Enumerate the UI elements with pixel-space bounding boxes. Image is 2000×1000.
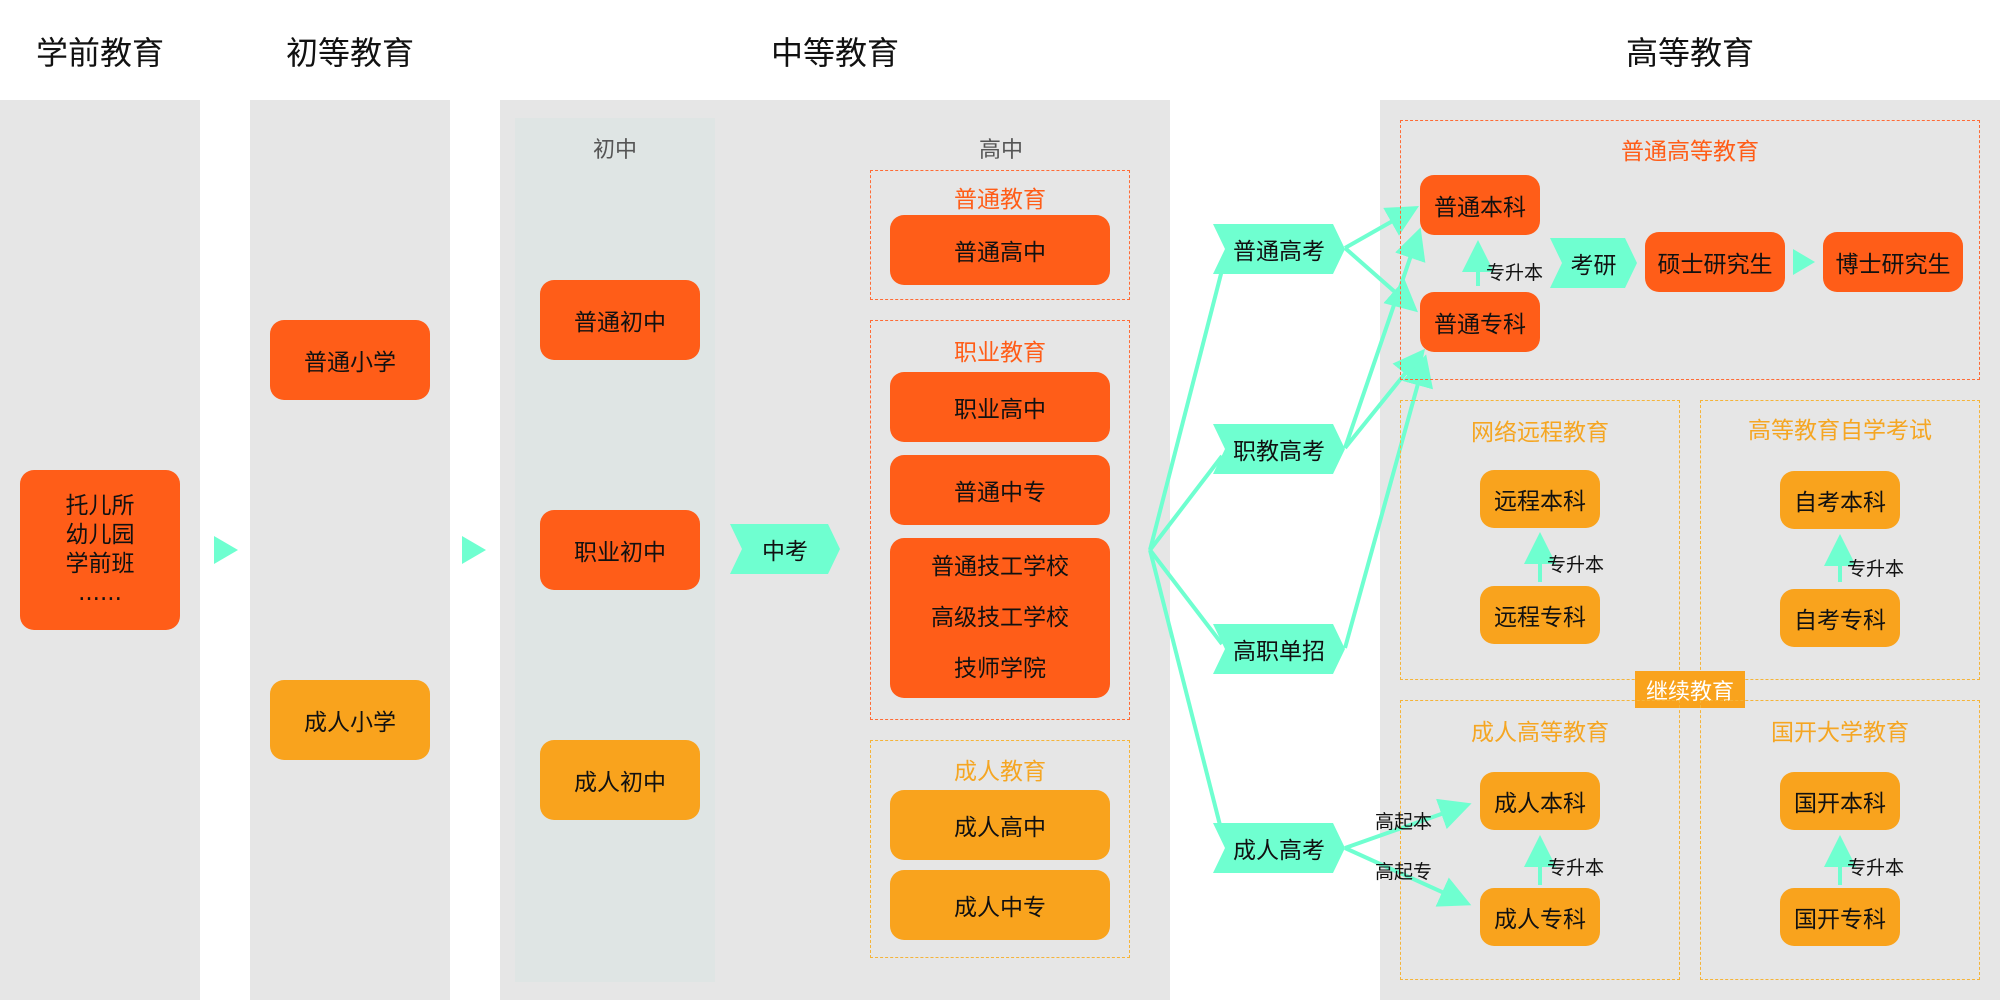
badge-continuing: 继续教育 (1635, 671, 1745, 708)
box-doctor: 博士研究生 (1823, 232, 1963, 292)
tech-school-line-2: 高级技工学校 (931, 604, 1069, 631)
box-regular-primary: 普通小学 (270, 320, 430, 400)
tag-adult-gaokao: 成人高考 (1233, 838, 1325, 864)
box-open-college: 国开专科 (1780, 888, 1900, 946)
box-self-college: 自考专科 (1780, 589, 1900, 647)
box-general-hs: 普通高中 (890, 215, 1110, 285)
preschool-line-1: 托儿所 (65, 493, 135, 519)
group-self-study-label: 高等教育自学考试 (1748, 418, 1932, 444)
box-adult-college: 成人专科 (1480, 888, 1600, 946)
tag-vocational-gaokao: 职教高考 (1233, 439, 1325, 465)
box-vocational-hs: 职业高中 (890, 372, 1110, 442)
line-to-adult-gaokao (1148, 549, 1224, 834)
line-to-gaokao (1148, 269, 1224, 551)
tag-gaokao-shape (1213, 224, 1345, 274)
preschool-line-3: 学前班 (65, 551, 135, 577)
tag-single-enroll: 高职单招 (1233, 639, 1325, 665)
tag-zhongkao: 中考 (762, 539, 808, 565)
header-secondary: 中等教育 (770, 34, 899, 72)
tag-single-enroll-shape (1213, 624, 1345, 674)
header-higher: 高等教育 (1625, 34, 1754, 72)
group-regular-higher-label: 普通高等教育 (1621, 139, 1759, 165)
box-master: 硕士研究生 (1645, 232, 1785, 292)
group-remote-label: 网络远程教育 (1471, 420, 1609, 446)
group-general-label: 普通教育 (954, 187, 1046, 213)
primary-panel (250, 100, 450, 1000)
tag-kaoyan-shape (1550, 238, 1637, 288)
label-upgrade-open: 专升本 (1847, 857, 1905, 879)
label-senior: 高中 (978, 138, 1023, 163)
group-general-education (870, 170, 1130, 300)
line-to-single-enroll (1148, 548, 1224, 646)
tag-gaokao: 普通高考 (1233, 239, 1325, 265)
arrow-adult-college (1344, 846, 1472, 907)
arrow-voc-bachelor (1343, 227, 1426, 449)
group-adult-higher (1400, 700, 1680, 980)
preschool-line-4: ...... (78, 580, 122, 606)
box-adult-hs: 成人高中 (890, 790, 1110, 860)
box-adult-bachelor: 成人本科 (1480, 772, 1600, 830)
preschool-box: 托儿所 幼儿园 学前班 ...... (20, 470, 180, 630)
tag-zhongkao-shape (730, 524, 840, 574)
box-junior-college: 普通专科 (1420, 292, 1540, 352)
tech-school-line-3: 技师学院 (954, 655, 1046, 682)
group-regular-higher (1400, 120, 1980, 380)
arrow-adult-bachelor (1344, 798, 1472, 850)
group-remote (1400, 400, 1680, 680)
box-adult-tech-secondary: 成人中专 (890, 870, 1110, 940)
label-upgrade-adult: 专升本 (1547, 857, 1605, 879)
group-adult-label: 成人教育 (954, 759, 1046, 785)
tag-vocational-gaokao-shape (1213, 424, 1345, 474)
box-adult-junior: 成人初中 (540, 740, 700, 820)
box-self-bachelor: 自考本科 (1780, 471, 1900, 529)
box-open-bachelor: 国开本科 (1780, 772, 1900, 830)
box-adult-primary: 成人小学 (270, 680, 430, 760)
label-junior: 初中 (592, 138, 637, 163)
group-adult-education (870, 740, 1130, 958)
label-gao-qi-ben: 高起本 (1375, 811, 1433, 833)
header-preschool: 学前教育 (35, 34, 164, 72)
header-primary: 初等教育 (285, 34, 414, 72)
box-bachelor: 普通本科 (1420, 175, 1540, 235)
label-upgrade-self: 专升本 (1847, 558, 1905, 580)
tag-adult-gaokao-shape (1213, 823, 1345, 873)
box-remote-bachelor: 远程本科 (1480, 470, 1600, 528)
flow-arrow-3 (1793, 249, 1815, 275)
box-general-tech-secondary: 普通中专 (890, 455, 1110, 525)
group-self-study (1700, 400, 1980, 680)
group-open-university-label: 国开大学教育 (1771, 720, 1909, 746)
box-regular-junior: 普通初中 (540, 280, 700, 360)
flow-arrow-1 (214, 536, 238, 564)
group-open-university (1700, 700, 1980, 980)
preschool-line-2: 幼儿园 (65, 522, 135, 548)
label-upgrade-remote: 专升本 (1547, 554, 1605, 576)
box-tech-schools: 普通技工学校 高级技工学校 技师学院 (890, 538, 1110, 698)
box-remote-college: 远程专科 (1480, 586, 1600, 644)
group-adult-higher-label: 成人高等教育 (1471, 720, 1609, 746)
label-upgrade-regular: 专升本 (1486, 262, 1544, 284)
group-vocational-education (870, 320, 1130, 720)
arrow-single-college (1343, 354, 1434, 649)
label-gao-qi-zhuan: 高起专 (1375, 861, 1433, 883)
box-vocational-junior: 职业初中 (540, 510, 700, 590)
line-to-vocational-gaokao (1148, 454, 1224, 552)
group-vocational-label: 职业教育 (954, 340, 1046, 366)
flow-arrow-2 (462, 536, 486, 564)
tech-school-line-1: 普通技工学校 (931, 553, 1069, 580)
tag-kaoyan: 考研 (1570, 253, 1617, 279)
